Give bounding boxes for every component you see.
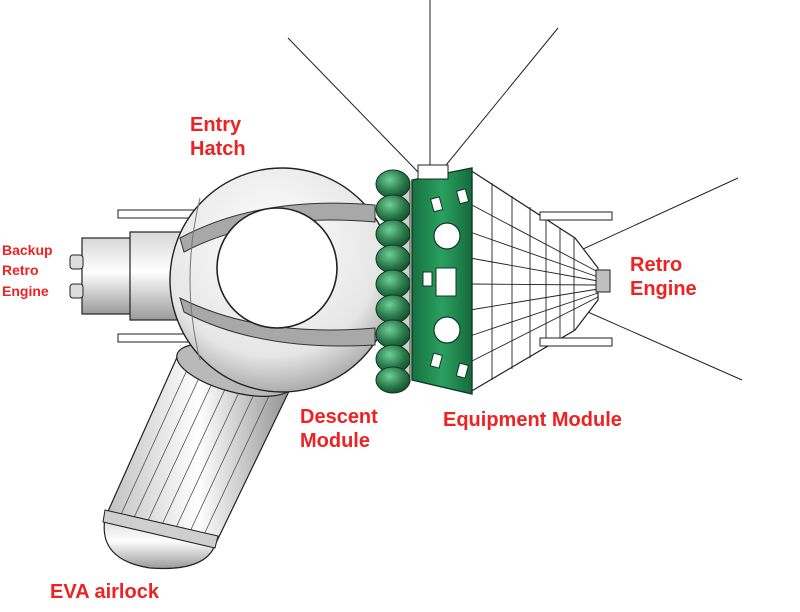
equipment-strut-bottom <box>539 337 613 347</box>
antenna-right-lower <box>571 304 743 381</box>
label-backup-line2: Retro <box>2 262 39 279</box>
backup-nozzle-top <box>69 254 84 270</box>
label-backup-retro-engine: Backup Retro Engine <box>2 240 53 301</box>
antenna-right-upper <box>569 177 739 256</box>
entry-hatch-window <box>216 207 338 329</box>
backup-nozzle-bottom <box>69 283 84 299</box>
antennas <box>287 0 743 381</box>
cone-body <box>469 168 599 394</box>
label-backup-line3: Engine <box>2 282 49 299</box>
label-retro-line2: Engine <box>630 278 697 300</box>
equipment-strut-top <box>539 211 613 221</box>
label-backup-line1: Backup <box>2 242 53 258</box>
label-descent-module: Descent Module <box>300 405 378 453</box>
label-retro-line1: Retro <box>630 254 683 276</box>
equipment-cone <box>469 168 613 394</box>
label-retro-engine: Retro Engine <box>630 253 697 301</box>
label-entry-hatch-line2: Hatch <box>190 138 246 160</box>
label-descent-line2: Module <box>300 430 370 452</box>
airlock-end-ring <box>102 509 219 549</box>
antenna-top-left <box>287 37 419 173</box>
backup-body-outer <box>81 237 133 315</box>
antenna-top-right <box>441 27 559 171</box>
label-entry-hatch: Entry Hatch <box>190 113 246 161</box>
retro-engine-nozzle <box>595 269 611 293</box>
airlock-end-dome <box>103 517 216 570</box>
label-descent-line1: Descent <box>300 406 378 428</box>
descent-module-sphere <box>169 167 395 393</box>
descent-ring <box>375 169 411 394</box>
label-eva-airlock: EVA airlock <box>50 581 159 603</box>
sphere-band-lower <box>179 297 376 347</box>
equipment-band <box>411 164 473 395</box>
label-equipment-module: Equipment Module <box>443 409 622 431</box>
top-fitting <box>417 164 449 180</box>
label-entry-hatch-line1: Entry <box>190 114 242 136</box>
